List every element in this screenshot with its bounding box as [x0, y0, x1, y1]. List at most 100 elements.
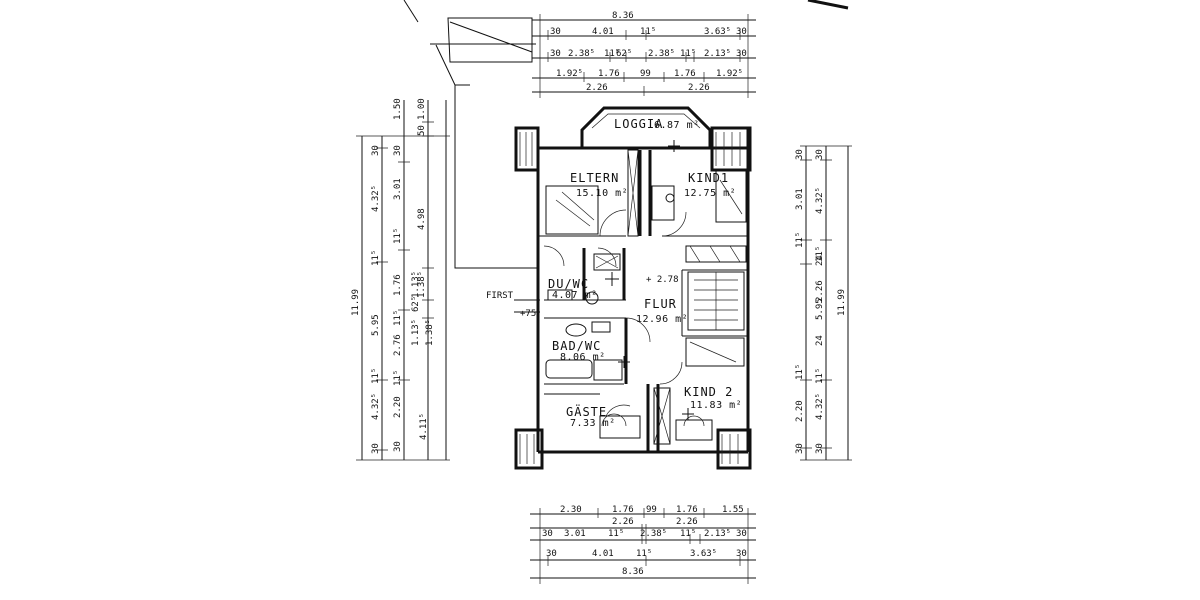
dim-top-r2-2: 11⁵: [640, 27, 656, 37]
dim-left-b-6: 11⁵: [393, 370, 403, 386]
dimensions-right: 30 4.32⁵ 11⁵ 5.95 11⁵ 4.32⁵ 30 30 3.01 1…: [795, 145, 852, 461]
dim-left-c-1: 1.00: [417, 98, 427, 120]
dim-top-r2-0: 30: [550, 27, 561, 37]
dim-right-b-3: 24: [815, 255, 825, 266]
dim-bot-r1-2: 99: [646, 505, 657, 515]
dim-top-r4-4: 1.92⁵: [716, 69, 743, 79]
washbasin: [565, 323, 587, 337]
dim-left-c-2: 50: [417, 125, 427, 136]
dim-right-a-0: 30: [815, 149, 825, 160]
dim-left-c-8: 1.38⁵: [425, 319, 435, 346]
dim-left-a-1: 4.32⁵: [371, 185, 381, 212]
dim-top-r5-1: 2.26: [688, 83, 710, 93]
dim-left-c-0: 1.50: [393, 98, 403, 120]
dim-left-a-0: 30: [371, 145, 381, 156]
dim-right-a-6: 30: [815, 443, 825, 454]
dim-top-r4-1: 1.76: [598, 69, 620, 79]
dimensions-top: 8.36 30 4.01 11⁵ 3.63⁵ 30 30 2.38⁵ 11⁵ 6…: [532, 11, 756, 98]
dim-left-a-4: 11⁵: [371, 368, 381, 384]
dim-right-b-6: 11⁵: [795, 364, 805, 380]
desk-kind2: [675, 419, 713, 441]
dim-top-total: 8.36: [612, 11, 634, 21]
bed-kind1: [715, 169, 747, 223]
room-area-kind2: 11.83 m²: [690, 400, 742, 411]
room-area-duwc: 4.07 m²: [552, 290, 598, 301]
room-name-loggia: LOGGIA: [614, 117, 663, 131]
bed-kind2: [685, 337, 745, 367]
bathtub: [545, 359, 593, 379]
sink: [591, 321, 611, 333]
dim-right-a-4: 11⁵: [815, 368, 825, 384]
dim-right-b-1: 3.01: [795, 188, 805, 210]
dim-left-b-8: 30: [393, 441, 403, 452]
duwc-basin: [547, 289, 573, 301]
dim-bot-r4-4: 30: [736, 549, 747, 559]
dim-right-a-2: 11⁵: [815, 246, 825, 262]
room-name-flur: FLUR: [644, 297, 677, 311]
dim-bot-r1-0: 2.30: [560, 505, 582, 515]
room-name-badwc: BAD/WC: [552, 339, 601, 353]
dim-bot-r1-3: 1.76: [676, 505, 698, 515]
dim-left-c-4: 1.38⁵: [417, 271, 427, 298]
dim-top-r4-2: 99: [640, 69, 651, 79]
dim-left-b-5: 2.76: [393, 334, 403, 356]
furniture: [545, 149, 747, 445]
dim-bot-total: 8.36: [622, 567, 644, 577]
dim-top-r3-0: 30: [550, 49, 561, 59]
wardrobe-eltern: [627, 149, 639, 237]
dim-left-b-3: 1.76: [393, 274, 403, 296]
dim-right-a-3: 5.95: [815, 298, 825, 320]
wardrobe-kind2: [653, 387, 671, 445]
dim-right-b-7: 2.20: [795, 400, 805, 422]
dim-bot-r2-1: 2.26: [676, 517, 698, 527]
dim-right-a-5: 4.32⁵: [815, 393, 825, 420]
room-area-loggia: 6.87 m²: [654, 120, 700, 131]
dim-bot-r3-1: 3.01: [564, 529, 586, 539]
dim-right-b-4: 2.26: [815, 280, 825, 302]
dim-left-b-4: 11⁵: [393, 310, 403, 326]
dim-left-b-1: 3.01: [393, 178, 403, 200]
door-swings: [543, 209, 687, 385]
bed-eltern: [545, 185, 599, 235]
room-area-eltern: 15.10 m²: [576, 188, 628, 199]
dim-left-a-6: 30: [371, 443, 381, 454]
dim-top-r5-0: 2.26: [586, 83, 608, 93]
dim-bot-r4-2: 11⁵: [636, 549, 652, 559]
label-first: FIRST: [486, 291, 514, 301]
dim-left-a-3: 5.95: [371, 314, 381, 336]
dim-top-r3-5: 11⁵: [680, 49, 696, 59]
dim-bot-r4-3: 3.63⁵: [690, 549, 717, 559]
dim-bot-r4-0: 30: [546, 549, 557, 559]
chair: [665, 193, 675, 203]
room-name-kind1: KIND1: [688, 171, 729, 185]
bath-shower: [593, 359, 623, 381]
dim-left-total: 11.99: [351, 289, 361, 316]
room-area-flur: 12.96 m²: [636, 314, 688, 325]
shelf-kind1: [685, 245, 747, 263]
dim-bot-r3-0: 30: [542, 529, 553, 539]
room-name-duwc: DU/WC: [548, 277, 589, 291]
room-name-kind2: KIND 2: [684, 385, 733, 399]
dim-bot-r3-6: 30: [736, 529, 747, 539]
dim-bot-r1-1: 1.76: [612, 505, 634, 515]
dim-top-r3-2: 11⁵: [604, 49, 620, 59]
dimensions-bottom: 2.30 1.76 99 1.76 1.55 2.26 2.26 30 3.01…: [530, 505, 756, 584]
desk-gaeste: [599, 415, 641, 439]
desk-kind1: [651, 185, 675, 221]
dim-bot-r3-3: 2.38⁵: [640, 529, 667, 539]
room-area-kind1: 12.75 m²: [684, 188, 736, 199]
dim-right-b-2: 11⁵: [795, 232, 805, 248]
dim-top-r3-4: 2.38⁵: [648, 49, 675, 59]
dim-right-b-8: 30: [795, 443, 805, 454]
dim-top-r4-3: 1.76: [674, 69, 696, 79]
dim-top-r4-0: 1.92⁵: [556, 69, 583, 79]
dim-left-b-7: 2.20: [393, 396, 403, 418]
dim-right-b-5: 24: [815, 335, 825, 346]
dim-top-r3-7: 30: [736, 49, 747, 59]
dim-top-r2-1: 4.01: [592, 27, 614, 37]
dim-top-r2-3: 3.63⁵: [704, 27, 731, 37]
dim-left-c-3: 4.98: [417, 208, 427, 230]
room-area-gaeste: 7.33 m²: [570, 418, 616, 429]
dim-left-c-5: 1.13⁵: [411, 271, 421, 298]
